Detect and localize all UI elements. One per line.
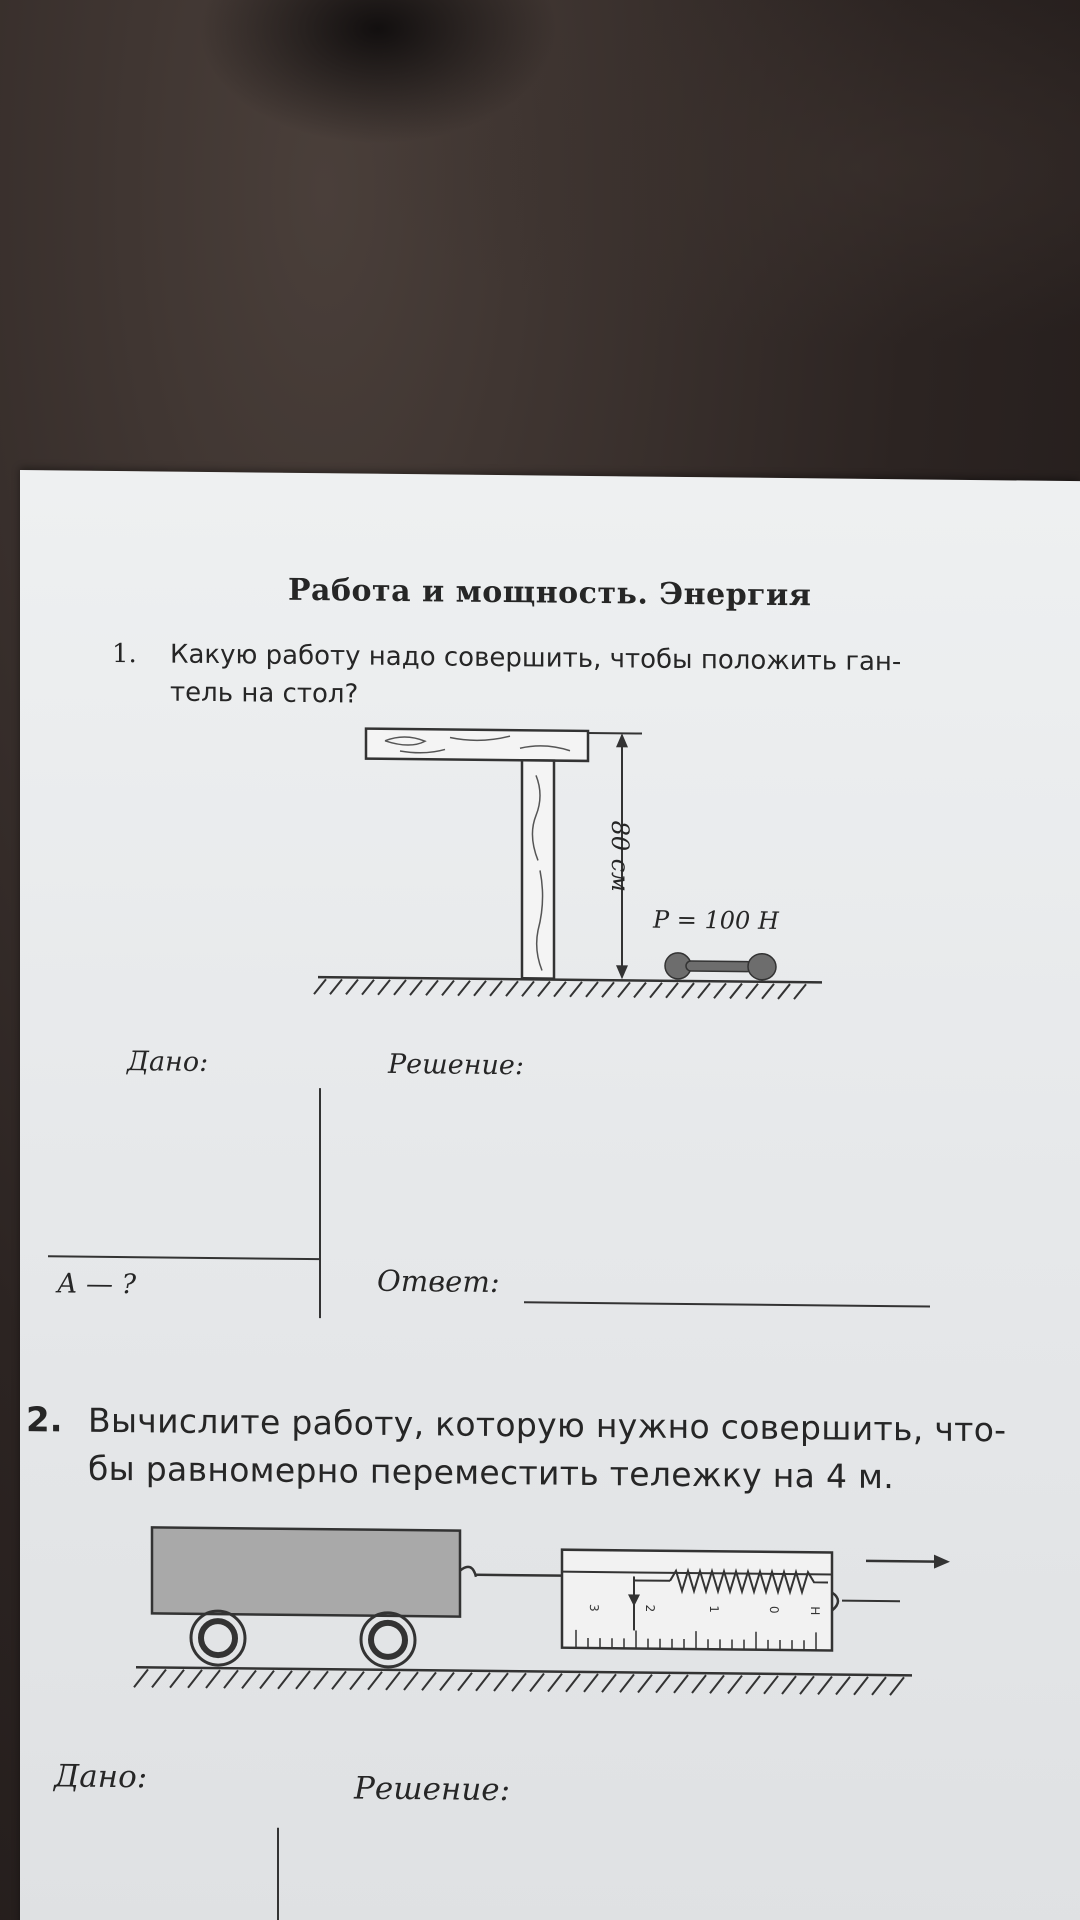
task2-number: 2. [26,1400,63,1441]
scale-label-2: 2 [643,1605,657,1613]
workbook-page: Работа и мощность. Энергия 1. Какую рабо… [20,470,1080,1920]
cart-wheels [189,1609,417,1669]
table-dumbbell-figure: 80 см Р = 100 Н [313,727,822,1000]
task1-solution-label: Решение: [388,1048,524,1082]
floor-hatch [313,978,807,1000]
height-label: 80 см [606,820,634,892]
task1-question-line2: тель на стол? [170,677,359,710]
task1-answer-line[interactable] [524,1301,930,1308]
task1-given-label: Дано: [127,1046,209,1078]
task1-answer-label: Ответ: [377,1263,500,1300]
task2-solution-label: Решение: [354,1770,511,1809]
blanket-background [0,0,1080,480]
table-leg [520,758,556,980]
task1-find-label: А — ? [57,1268,137,1301]
cart-body [150,1526,462,1618]
task1-question-line1: Какую работу надо совершить, чтобы полож… [170,639,902,678]
scale-label-0: 0 [767,1606,781,1614]
scale-label-1: 1 [707,1605,721,1613]
scale-label-3: 3 [587,1604,601,1612]
task1-given-vertical-line [319,1088,321,1319]
task2-given-vertical-line [277,1827,279,1920]
task1-given-horizontal-line [48,1255,320,1261]
task2-question-line1: Вычислите работу, которую нужно совершит… [88,1400,1007,1450]
dynamometer-body [560,1548,834,1652]
task2-given-label: Дано: [54,1758,148,1796]
weight-label: Р = 100 Н [652,906,780,935]
floor-hatch-2 [133,1668,905,1696]
section-title: Работа и мощность. Энергия [288,572,812,614]
task2-question-line2: бы равномерно переместить тележку на 4 м… [88,1448,895,1497]
dynamometer-spring [669,1567,828,1596]
task1-number: 1. [112,638,137,670]
cart-dynamometer-figure: 3 2 1 0 Н [133,1526,950,1696]
scale-unit: Н [808,1606,822,1615]
dumbbell [664,952,777,981]
force-arrow [866,1559,936,1563]
dynamometer-ticks [575,1629,817,1651]
